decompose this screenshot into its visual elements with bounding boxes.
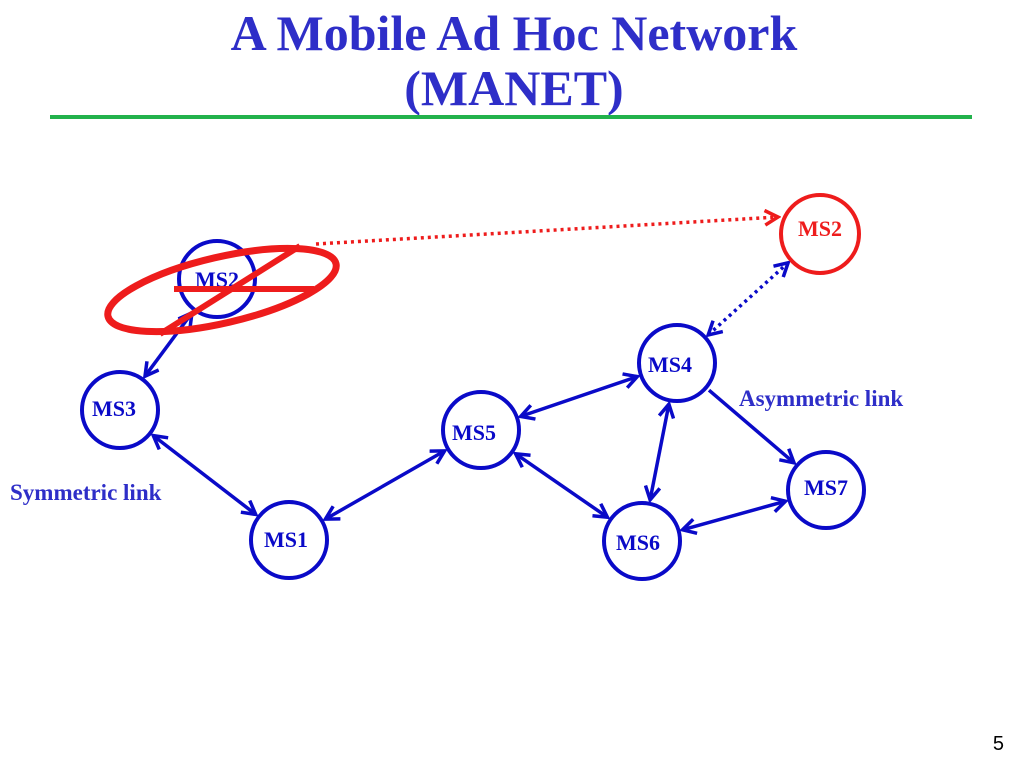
node-ms3: MS3	[80, 370, 160, 450]
node-ms2-moved: MS2	[779, 193, 861, 275]
node-ms2-moved-label: MS2	[798, 216, 842, 241]
link-ms4-ms2_new	[708, 263, 788, 335]
symmetric-link-label: Symmetric link	[10, 480, 162, 505]
links-layer	[145, 263, 794, 530]
link-ms5-ms6	[516, 454, 608, 517]
node-ms4: MS4	[637, 323, 717, 403]
node-ms1-label: MS1	[264, 527, 308, 552]
page-number: 5	[993, 733, 1004, 755]
movement-link	[315, 217, 778, 246]
title-line-2: (MANET)	[404, 60, 623, 116]
link-ms4-ms6	[650, 404, 669, 500]
node-ms7-label: MS7	[804, 475, 848, 500]
node-ms7: MS7	[786, 450, 866, 530]
node-ms5: MS5	[441, 390, 521, 470]
link-ms1-ms5	[325, 451, 444, 519]
node-ms3-label: MS3	[92, 396, 136, 421]
link-ms5-ms4	[521, 377, 638, 417]
node-removed-mark	[104, 243, 340, 337]
title-line-1: A Mobile Ad Hoc Network	[231, 5, 798, 61]
asymmetric-link-label: Asymmetric link	[739, 386, 903, 411]
node-ms6: MS6	[602, 501, 682, 581]
link-ms6-ms7	[683, 501, 786, 530]
node-ms1: MS1	[249, 500, 329, 580]
link-ms3-ms2_old	[145, 313, 192, 376]
node-ms6-label: MS6	[616, 530, 660, 555]
node-ms4-label: MS4	[648, 352, 692, 377]
node-ms5-label: MS5	[452, 420, 496, 445]
link-ms3-ms1	[153, 436, 255, 515]
link-ms4-ms7	[707, 388, 794, 463]
